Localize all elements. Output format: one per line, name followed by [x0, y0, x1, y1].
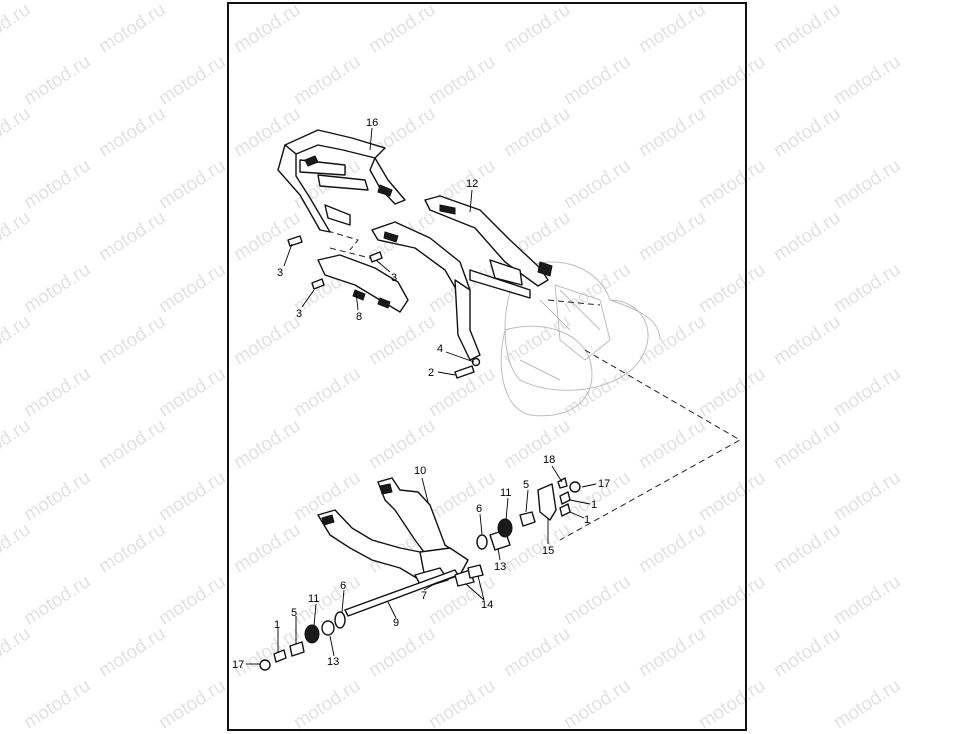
- callout-11: 11: [500, 487, 511, 499]
- callout-5: 5: [291, 607, 297, 619]
- callout-6: 6: [476, 503, 482, 515]
- callout-3: 3: [296, 308, 302, 320]
- callout-8: 8: [356, 311, 362, 323]
- callout-9: 9: [393, 617, 399, 629]
- pivot-shaft-part: [344, 569, 459, 617]
- dashed-reference-lines: [317, 227, 742, 541]
- diagram-frame: [227, 2, 747, 731]
- callout-1: 1: [584, 514, 590, 526]
- callout-7: 7: [421, 590, 427, 602]
- callout-labels: 16 12 3 3 3 8 4 2 10 18 17 11 5 1 1 6 13…: [232, 117, 610, 671]
- callout-13: 13: [327, 656, 339, 668]
- engine-phantom-outline: [500, 261, 661, 417]
- callout-14: 14: [481, 599, 493, 611]
- callout-3: 3: [277, 267, 283, 279]
- swingarm-part: [317, 477, 469, 589]
- callout-17: 17: [598, 478, 610, 490]
- left-bearing-stack: [259, 611, 346, 671]
- callout-1: 1: [591, 499, 597, 511]
- callout-12: 12: [466, 178, 478, 190]
- callout-17: 17: [232, 659, 244, 671]
- rear-frame-part: [371, 195, 553, 361]
- callout-13: 13: [494, 561, 506, 573]
- callout-18: 18: [543, 454, 555, 466]
- callout-5: 5: [523, 479, 529, 491]
- callout-11: 11: [308, 593, 319, 605]
- luggage-rack-part: [277, 129, 406, 233]
- pivot-bracket-part: [537, 477, 581, 521]
- right-bearing-stack: [454, 511, 536, 587]
- callout-16: 16: [366, 117, 378, 129]
- callout-6: 6: [340, 580, 346, 592]
- callout-1: 1: [274, 619, 280, 631]
- side-cover-part: [317, 254, 409, 313]
- callout-3: 3: [391, 272, 397, 284]
- screws-fasteners: [287, 235, 481, 379]
- callout-leaders: [246, 127, 597, 665]
- callout-4: 4: [437, 343, 443, 355]
- callout-15: 15: [542, 545, 554, 557]
- callout-10: 10: [414, 465, 426, 477]
- callout-2: 2: [428, 367, 434, 379]
